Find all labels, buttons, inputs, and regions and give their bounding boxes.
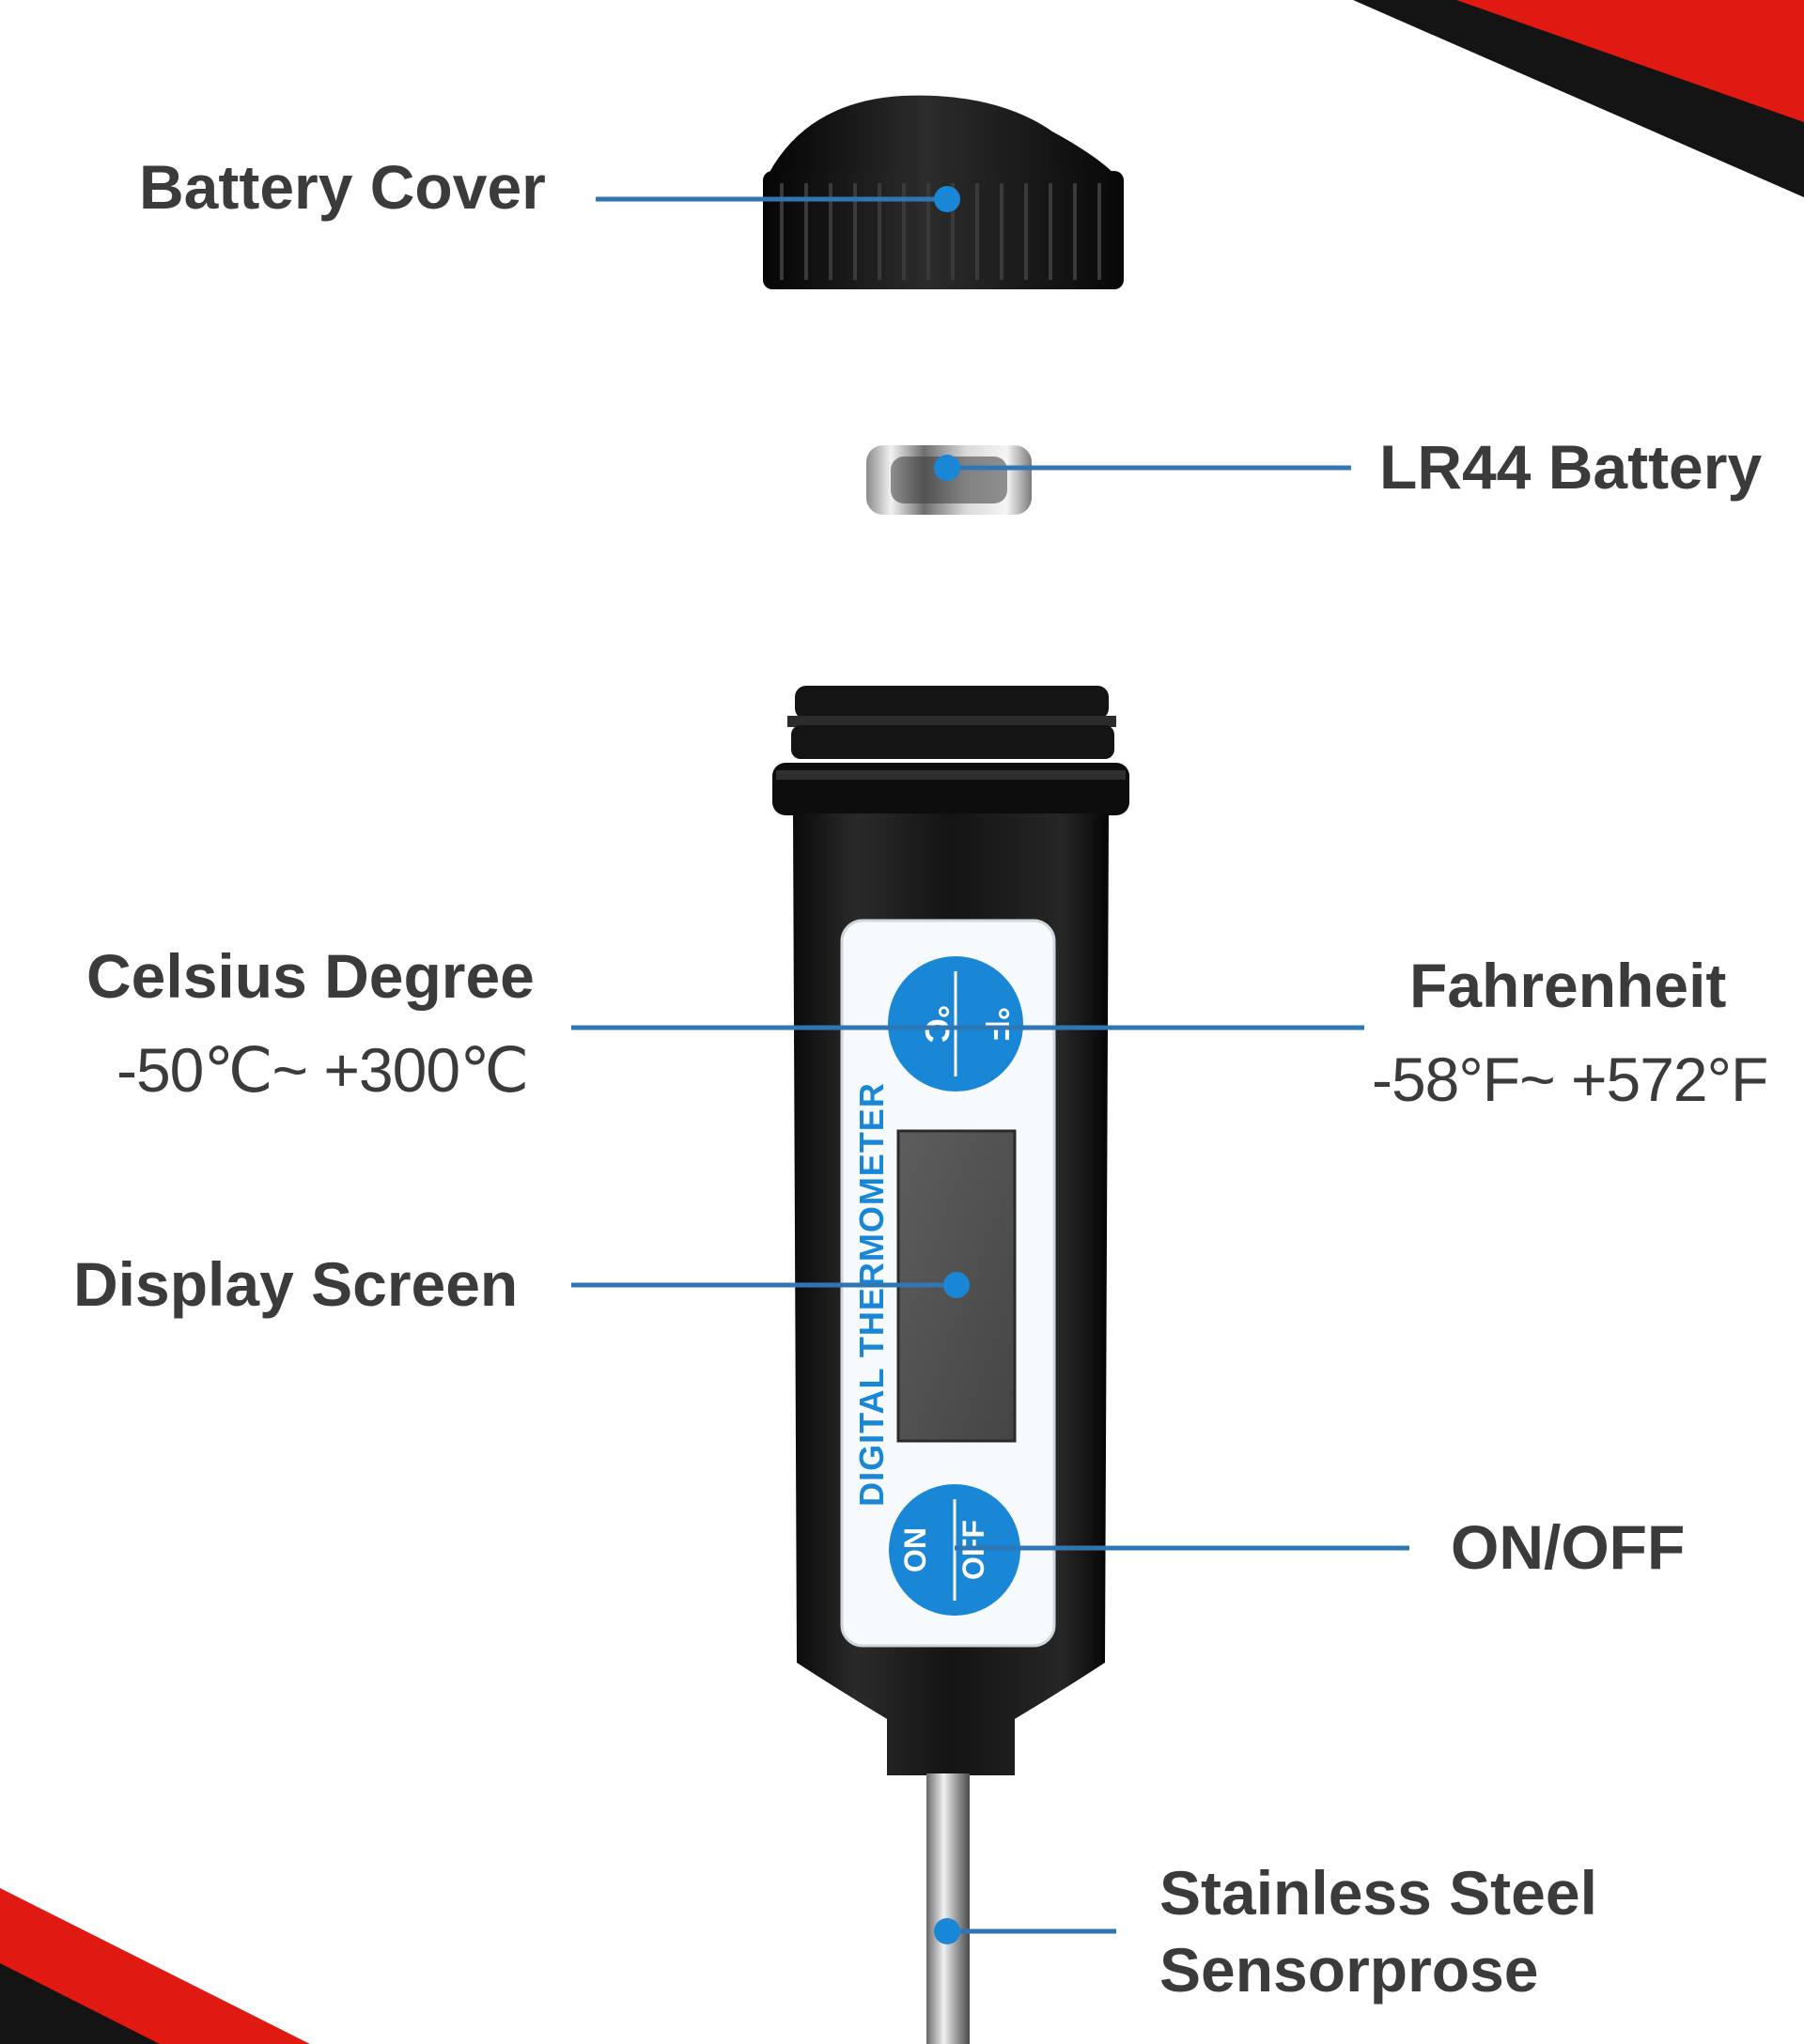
label-celsius-title: Celsius Degree <box>86 941 535 1011</box>
leader-dots <box>934 186 970 1944</box>
label-fahrenheit-title: Fahrenheit <box>1409 951 1727 1020</box>
stainless-steel-probe <box>926 1773 970 2044</box>
unit-toggle-button[interactable]: °C °F <box>888 956 1023 1092</box>
dot-battery <box>934 455 960 481</box>
corner-stripe-top-right <box>1353 0 1804 197</box>
dot-battery-cover <box>934 186 960 212</box>
power-on-label: ON <box>898 1527 932 1572</box>
label-on-off: ON/OFF <box>1451 1512 1686 1582</box>
dot-probe <box>934 1918 960 1944</box>
label-fahrenheit-range: -58°F~ +572°F <box>1372 1045 1768 1114</box>
label-battery-cover: Battery Cover <box>139 152 546 222</box>
brand-text: DIGITAL THERMOMETER <box>852 1082 891 1507</box>
unit-fahrenheit-label: °F <box>978 1007 1017 1041</box>
label-probe-line1: Stainless Steel <box>1159 1858 1597 1928</box>
label-probe-line2: Sensorprose <box>1159 1935 1539 2005</box>
label-celsius-range: -50℃~ +300℃ <box>117 1035 529 1105</box>
unit-celsius-label: °C <box>918 1005 956 1043</box>
corner-stripe-bottom-left <box>0 1888 310 2044</box>
label-lr44-battery: LR44 Battery <box>1379 432 1763 502</box>
leader-lines <box>571 196 1409 1934</box>
dot-display <box>943 1272 970 1298</box>
label-display-screen: Display Screen <box>73 1249 519 1319</box>
